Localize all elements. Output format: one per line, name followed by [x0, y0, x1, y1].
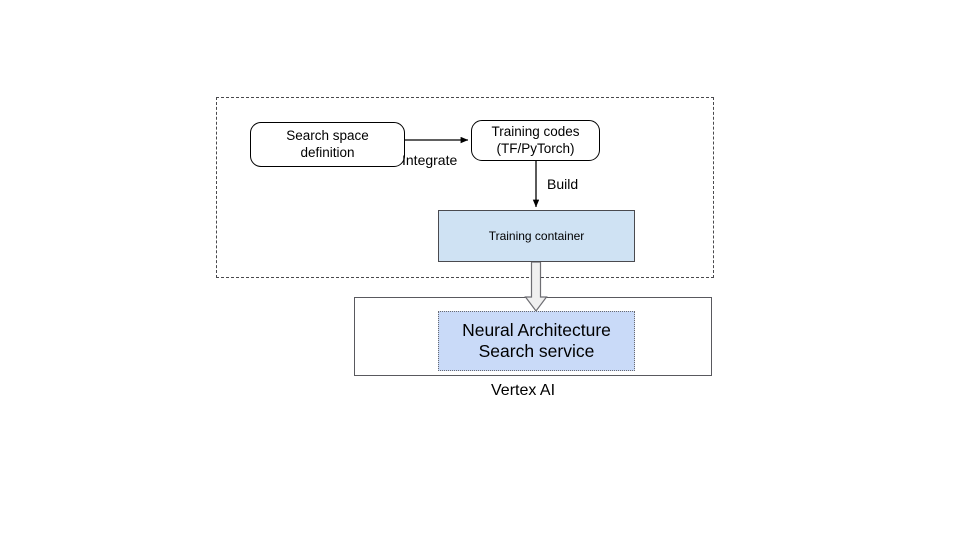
edge-label-build: Build [547, 176, 579, 192]
pipeline-region-dashed-boundary [216, 97, 714, 278]
node-training-codes[interactable]: Training codes (TF/PyTorch) [471, 120, 600, 161]
node-search-space-definition[interactable]: Search space definition [250, 122, 405, 167]
node-neural-architecture-search-service[interactable]: Neural Architecture Search service [438, 311, 635, 371]
edge-label-integrate: Integrate [402, 152, 458, 168]
node-training-container[interactable]: Training container [438, 210, 635, 262]
vertex-ai-caption: Vertex AI [491, 382, 556, 399]
